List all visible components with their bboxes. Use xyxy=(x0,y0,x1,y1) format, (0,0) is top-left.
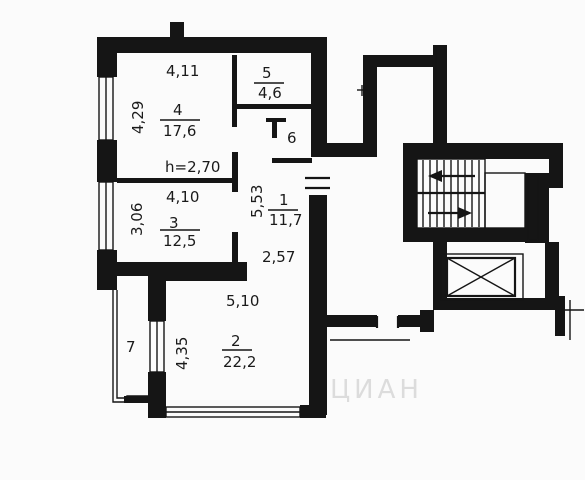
room-3-area: 12,5 xyxy=(163,232,196,250)
loggia-7 xyxy=(112,290,148,403)
room-2-area: 22,2 xyxy=(223,353,256,371)
dim-room3-depth: 3,06 xyxy=(128,203,146,236)
room-7-number: 7 xyxy=(126,338,136,356)
dim-room4-width: 4,11 xyxy=(166,62,199,80)
stairwell xyxy=(327,45,584,341)
room-4-number: 4 xyxy=(173,101,183,119)
interior-walls xyxy=(117,55,312,281)
room-2-number: 2 xyxy=(231,332,241,350)
room-5-number: 5 xyxy=(262,64,272,82)
dim-room3-width: 4,10 xyxy=(166,188,199,206)
dim-room4-depth: 4,29 xyxy=(129,101,147,134)
room-4-area: 17,6 xyxy=(163,122,196,140)
room-6-number: 6 xyxy=(287,129,297,147)
dim-room2-depth: 4,35 xyxy=(173,337,191,370)
room-5-area: 4,6 xyxy=(258,84,282,102)
arrow-right-icon xyxy=(458,207,472,219)
dim-corridor-width: 2,57 xyxy=(262,248,295,266)
ceiling-height: h=2,70 xyxy=(165,158,220,176)
windows-left xyxy=(98,76,301,418)
room-1-number: 1 xyxy=(279,191,289,209)
watermark: ЦИАН xyxy=(330,375,423,405)
dim-corridor-length: 5,53 xyxy=(248,185,266,218)
room-3-number: 3 xyxy=(169,214,179,232)
room-1-area: 11,7 xyxy=(269,211,302,229)
arrow-left-icon xyxy=(428,170,442,182)
exterior-walls xyxy=(97,22,327,418)
labels: 4,11 4 17,6 4,29 h=2,70 5 4,6 6 4,10 3 1… xyxy=(126,62,302,371)
dim-room2-width: 5,10 xyxy=(226,292,259,310)
entrance-door xyxy=(305,176,330,190)
